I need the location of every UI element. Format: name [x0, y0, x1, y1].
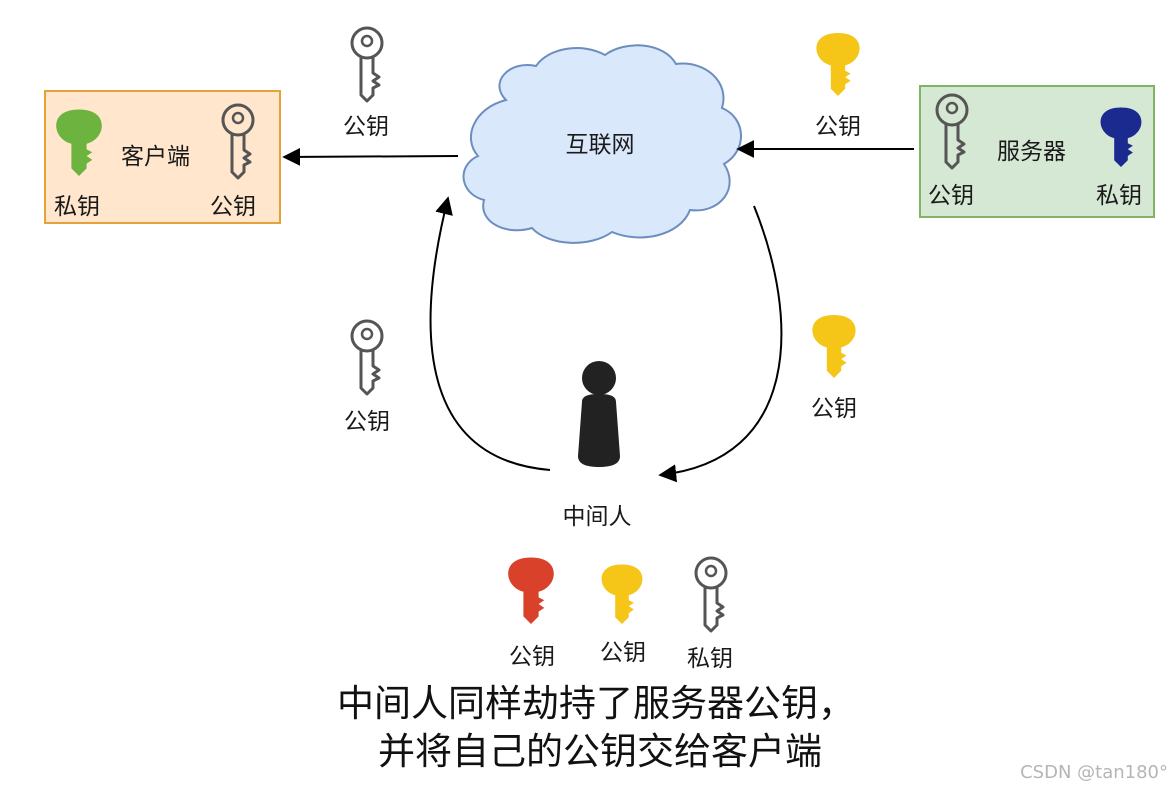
- watermark: CSDN @tan180°: [1020, 762, 1168, 783]
- key-icon-outline-top-left: [350, 26, 384, 103]
- key-icon-yellow-right-curve: [812, 315, 856, 378]
- flow-label-server-to-internet: 公钥: [815, 114, 861, 140]
- key-icon-yellow-attacker: [601, 564, 643, 624]
- caption-line-2: 并将自己的公钥交给客户端: [378, 730, 822, 773]
- server-title: 服务器: [997, 139, 1066, 165]
- key-icon-outline-attacker: [694, 556, 728, 633]
- client-public-key-label: 公钥: [210, 194, 256, 220]
- server-public-key-label: 公钥: [928, 183, 974, 209]
- caption-line-1: 中间人同样劫持了服务器公钥，: [337, 682, 855, 725]
- attacker-key-label-1: 公钥: [509, 644, 555, 670]
- flow-label-attacker-to-internet: 公钥: [344, 409, 390, 435]
- flow-label-internet-to-client: 公钥: [343, 114, 389, 140]
- key-icon-outline-client: [221, 103, 255, 180]
- internet-label: 互联网: [565, 132, 635, 158]
- internet-cloud: [462, 44, 742, 244]
- client-title: 客户端: [121, 144, 190, 170]
- key-icon-navy-server: [1100, 107, 1142, 167]
- arrow-internet-to-client: [282, 147, 459, 166]
- person-icon-attacker: [578, 361, 620, 467]
- client-private-key-label: 私钥: [54, 194, 100, 220]
- key-icon-green-client: [56, 109, 102, 176]
- arrow-internet-to-attacker: [658, 205, 783, 483]
- flow-label-internet-to-attacker: 公钥: [811, 396, 857, 422]
- key-icon-outline-server: [935, 93, 969, 170]
- attacker-label: 中间人: [562, 504, 632, 530]
- key-icon-outline-left-curve: [350, 319, 384, 396]
- attacker-key-label-2: 公钥: [600, 640, 646, 666]
- key-icon-red-attacker: [508, 557, 554, 624]
- server-private-key-label: 私钥: [1096, 183, 1142, 209]
- attacker-key-label-3: 私钥: [687, 646, 733, 672]
- arrow-attacker-to-internet: [429, 196, 551, 471]
- key-icon-yellow-top-right: [816, 33, 860, 96]
